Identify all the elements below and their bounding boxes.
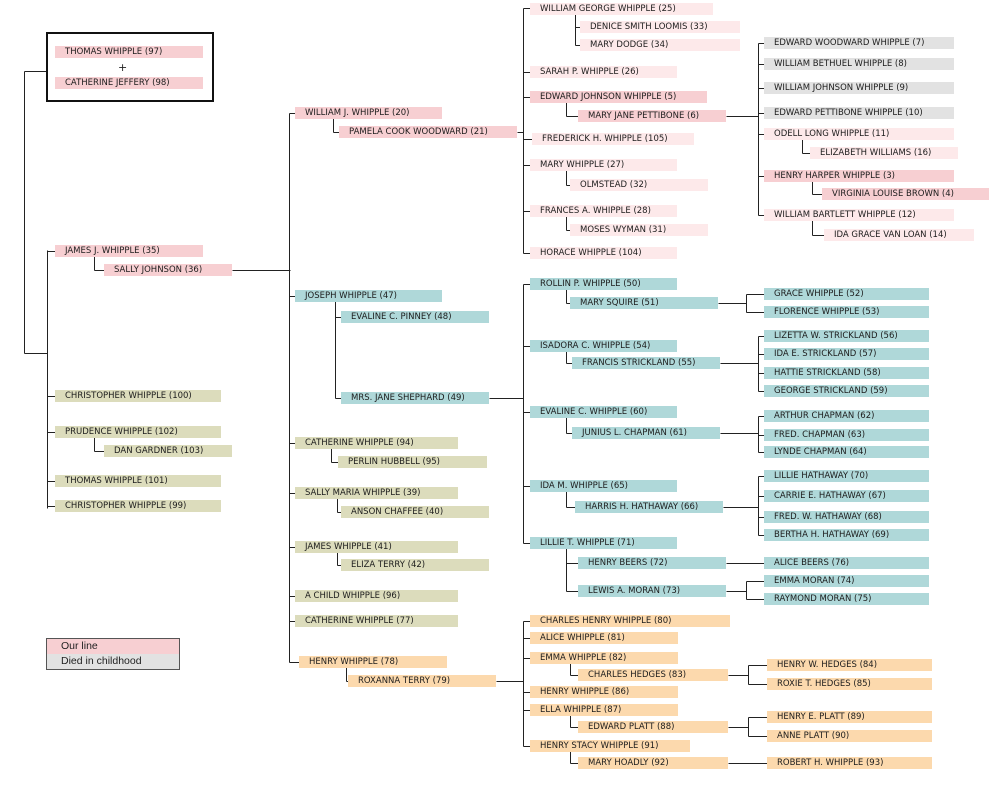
person-mary92: MARY HOADLY (92)	[578, 757, 728, 769]
person-edward88: EDWARD PLATT (88)	[578, 721, 728, 733]
person-frederick105: FREDERICK H. WHIPPLE (105)	[532, 133, 694, 145]
person-henryw84: HENRY W. HEDGES (84)	[767, 659, 932, 671]
person-sally39: SALLY MARIA WHIPPLE (39)	[295, 487, 458, 499]
person-ida57: IDA E. STRICKLAND (57)	[764, 348, 929, 360]
person-florence53: FLORENCE WHIPPLE (53)	[764, 306, 929, 318]
person-lillie70: LILLIE HATHAWAY (70)	[764, 470, 929, 482]
person-edward5: EDWARD JOHNSON WHIPPLE (5)	[530, 91, 707, 103]
person-evaline60: EVALINE C. WHIPPLE (60)	[530, 406, 677, 418]
person-carrie67: CARRIE E. HATHAWAY (67)	[764, 490, 929, 502]
person-jane49: MRS. JANE SHEPHARD (49)	[341, 392, 489, 404]
person-henry78: HENRY WHIPPLE (78)	[299, 656, 447, 668]
person-charles83: CHARLES HEDGES (83)	[578, 669, 728, 681]
legend-our-line: Our line	[47, 639, 179, 654]
person-catherine94: CATHERINE WHIPPLE (94)	[295, 437, 458, 449]
person-eliza42: ELIZA TERRY (42)	[341, 559, 489, 571]
person-odell11: ODELL LONG WHIPPLE (11)	[764, 128, 954, 140]
person-child96: A CHILD WHIPPLE (96)	[295, 590, 458, 602]
person-harris66: HARRIS H. HATHAWAY (66)	[575, 501, 723, 513]
person-lynde64: LYNDE CHAPMAN (64)	[764, 446, 929, 458]
person-joseph47: JOSEPH WHIPPLE (47)	[295, 290, 442, 302]
person-frances28: FRANCES A. WHIPPLE (28)	[530, 205, 677, 217]
person-mary27: MARY WHIPPLE (27)	[530, 159, 677, 171]
person-henryh3: HENRY HARPER WHIPPLE (3)	[764, 170, 954, 182]
legend: Our line Died in childhood	[46, 638, 180, 670]
person-henryb72: HENRY BEERS (72)	[578, 557, 726, 569]
person-george59: GEORGE STRICKLAND (59)	[764, 385, 929, 397]
person-rollin50: ROLLIN P. WHIPPLE (50)	[530, 278, 677, 290]
person-emma82: EMMA WHIPPLE (82)	[530, 652, 678, 664]
person-christopher100: CHRISTOPHER WHIPPLE (100)	[55, 390, 221, 402]
person-idam65: IDA M. WHIPPLE (65)	[530, 480, 677, 492]
person-emma74: EMMA MORAN (74)	[764, 575, 929, 587]
person-junius61: JUNIUS L. CHAPMAN (61)	[572, 427, 720, 439]
person-charles80: CHARLES HENRY WHIPPLE (80)	[530, 615, 730, 627]
person-thomas101: THOMAS WHIPPLE (101)	[55, 475, 221, 487]
person-williamj9: WILLIAM JOHNSON WHIPPLE (9)	[764, 82, 954, 94]
person-edwardp10: EDWARD PETTIBONE WHIPPLE (10)	[764, 107, 954, 119]
person-pamela21: PAMELA COOK WOODWARD (21)	[339, 126, 517, 138]
person-francis55: FRANCIS STRICKLAND (55)	[572, 357, 720, 369]
person-williamg25: WILLIAM GEORGE WHIPPLE (25)	[530, 3, 713, 15]
person-thomas97: THOMAS WHIPPLE (97)	[55, 46, 203, 58]
person-roxie85: ROXIE T. HEDGES (85)	[767, 678, 932, 690]
person-dan103: DAN GARDNER (103)	[104, 445, 232, 457]
person-henry86: HENRY WHIPPLE (86)	[530, 686, 678, 698]
person-moses31: MOSES WYMAN (31)	[570, 224, 708, 236]
person-anne90: ANNE PLATT (90)	[767, 730, 932, 742]
person-lewis73: LEWIS A. MORAN (73)	[578, 585, 726, 597]
person-robert93: ROBERT H. WHIPPLE (93)	[767, 757, 932, 769]
person-isadora54: ISADORA C. WHIPPLE (54)	[530, 340, 677, 352]
person-lillie71: LILLIE T. WHIPPLE (71)	[530, 537, 677, 549]
person-horace104: HORACE WHIPPLE (104)	[530, 247, 677, 259]
person-christopher99: CHRISTOPHER WHIPPLE (99)	[55, 500, 221, 512]
person-grace52: GRACE WHIPPLE (52)	[764, 288, 929, 300]
root-couple-box	[46, 32, 214, 102]
person-william20: WILLIAM J. WHIPPLE (20)	[295, 107, 442, 119]
person-sarah26: SARAH P. WHIPPLE (26)	[530, 66, 677, 78]
person-elizabeth16: ELIZABETH WILLIAMS (16)	[810, 147, 958, 159]
person-lizetta56: LIZETTA W. STRICKLAND (56)	[764, 330, 929, 342]
person-mary34: MARY DODGE (34)	[580, 39, 740, 51]
person-raymond75: RAYMOND MORAN (75)	[764, 593, 929, 605]
person-williamb12: WILLIAM BARTLETT WHIPPLE (12)	[764, 209, 954, 221]
person-alice76: ALICE BEERS (76)	[764, 557, 929, 569]
legend-died-in-childhood: Died in childhood	[47, 654, 179, 669]
person-arthur62: ARTHUR CHAPMAN (62)	[764, 410, 929, 422]
person-perlin95: PERLIN HUBBELL (95)	[338, 456, 487, 468]
person-ida14: IDA GRACE VAN LOAN (14)	[824, 229, 974, 241]
person-fred63: FRED. CHAPMAN (63)	[764, 429, 929, 441]
person-alice81: ALICE WHIPPLE (81)	[530, 632, 678, 644]
person-hattie58: HATTIE STRICKLAND (58)	[764, 367, 929, 379]
person-olmstead32: OLMSTEAD (32)	[570, 179, 708, 191]
person-anson40: ANSON CHAFFEE (40)	[341, 506, 489, 518]
person-evaline48: EVALINE C. PINNEY (48)	[341, 311, 489, 323]
person-roxanna79: ROXANNA TERRY (79)	[348, 675, 496, 687]
person-catherine98: CATHERINE JEFFERY (98)	[55, 77, 203, 89]
plus-symbol: +	[118, 61, 128, 74]
person-henrye89: HENRY E. PLATT (89)	[767, 711, 932, 723]
person-ella87: ELLA WHIPPLE (87)	[530, 704, 678, 716]
person-edwardw7: EDWARD WOODWARD WHIPPLE (7)	[764, 37, 954, 49]
person-james41: JAMES WHIPPLE (41)	[295, 541, 458, 553]
person-bertha69: BERTHA H. HATHAWAY (69)	[764, 529, 929, 541]
person-fredw68: FRED. W. HATHAWAY (68)	[764, 511, 929, 523]
person-sally36: SALLY JOHNSON (36)	[104, 264, 232, 276]
person-virginia4: VIRGINIA LOUISE BROWN (4)	[822, 188, 989, 200]
person-james35: JAMES J. WHIPPLE (35)	[55, 245, 203, 257]
person-catherine77: CATHERINE WHIPPLE (77)	[295, 615, 458, 627]
person-maryjane6: MARY JANE PETTIBONE (6)	[578, 110, 726, 122]
person-prudence102: PRUDENCE WHIPPLE (102)	[55, 426, 221, 438]
person-henrys91: HENRY STACY WHIPPLE (91)	[530, 740, 690, 752]
person-williamb8: WILLIAM BETHUEL WHIPPLE (8)	[764, 58, 954, 70]
person-marys51: MARY SQUIRE (51)	[570, 297, 718, 309]
person-denice33: DENICE SMITH LOOMIS (33)	[580, 21, 740, 33]
